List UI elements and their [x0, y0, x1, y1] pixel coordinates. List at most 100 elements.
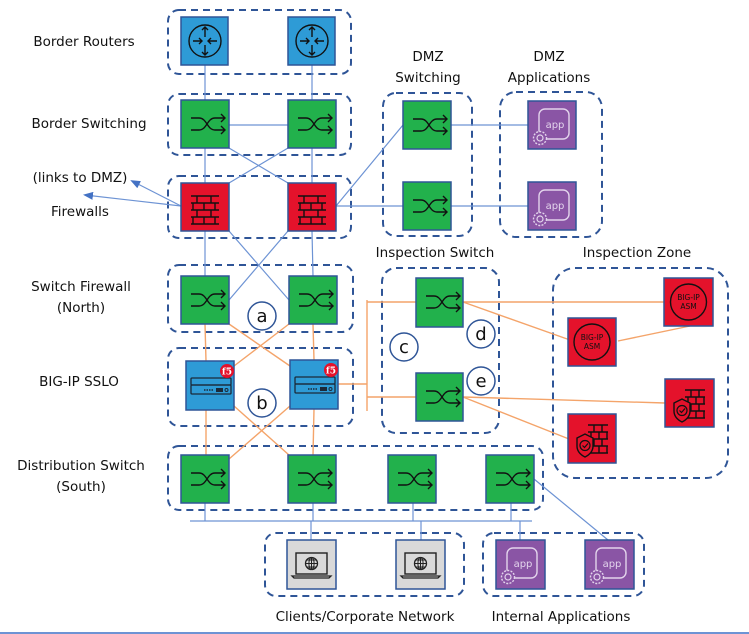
label-switch-firewall-north: (North) [57, 300, 105, 316]
app-text: app [546, 201, 565, 212]
link-fw2-nswitch1 [228, 230, 289, 301]
app-text: app [546, 120, 565, 131]
label-dmz-switching-1: DMZ [412, 49, 443, 65]
link-fw1-dmz-2 [83, 191, 182, 207]
link-asm1-asm2 [617, 325, 691, 342]
label-dmz-switching-2: Switching [395, 70, 461, 86]
svg-text:a: a [256, 306, 267, 327]
link-iswitch2-ips1 [462, 396, 570, 440]
label-distribution-switch: Distribution Switch [17, 458, 145, 474]
south-switch-3[interactable] [387, 454, 437, 504]
label-links-to-dmz: (links to DMZ) [33, 170, 128, 186]
callout-c: c [389, 332, 419, 362]
dmz-switch-2[interactable] [402, 181, 452, 231]
asm-1[interactable]: BIG-IP ASM [567, 317, 617, 367]
label-inspection-switch: Inspection Switch [376, 245, 495, 261]
zone-border-switching [167, 93, 352, 156]
sslo-2[interactable]: f5 [289, 359, 339, 410]
south-switch-4[interactable] [485, 454, 535, 504]
asm-label-1: BIG-IP [581, 333, 604, 342]
zone-distribution-switch [167, 445, 544, 511]
border-switch-2[interactable] [287, 99, 337, 149]
dmz-app-1[interactable]: app [527, 100, 577, 150]
firewall-1[interactable] [180, 182, 230, 232]
app-text: app [603, 559, 622, 570]
links [83, 65, 691, 541]
label-clients: Clients/Corporate Network [276, 609, 455, 625]
link-sslo2-south2 [312, 408, 315, 456]
asm-icon [573, 323, 611, 361]
label-bigip-sslo: BIG-IP SSLO [39, 374, 119, 390]
client-1[interactable] [286, 539, 337, 590]
asm-label-1: BIG-IP [677, 293, 700, 302]
zone-inspection-zone [552, 267, 729, 479]
callout-a: a [247, 301, 277, 331]
svg-text:e: e [475, 371, 486, 392]
nodes: app app f5 f5 [180, 16, 715, 590]
internal-app-1[interactable]: app [495, 539, 546, 590]
zone-dmz-applications [499, 91, 603, 238]
north-switch-2[interactable] [288, 275, 338, 325]
client-2[interactable] [395, 539, 446, 590]
zone-clients [264, 532, 465, 597]
firewall-2[interactable] [287, 182, 337, 232]
asm-icon [669, 283, 708, 321]
link-nswitch1-sslo2 [228, 323, 291, 367]
label-dmz-apps-1: DMZ [533, 49, 564, 65]
svg-text:c: c [399, 337, 409, 358]
link-fw1-dmz [130, 180, 182, 207]
ips-2[interactable] [664, 378, 715, 428]
north-switch-1[interactable] [180, 275, 230, 325]
link-nswitch2-sslo2 [312, 323, 315, 361]
link-iswitch1-asm1 [462, 301, 571, 341]
link-bswitch2-fw1 [228, 147, 289, 184]
asm-2[interactable]: BIG-IP ASM [663, 277, 714, 327]
zone-bigip-sslo [167, 347, 354, 427]
zone-dmz-switching [382, 92, 473, 237]
link-iswitch2-ips2 [462, 396, 666, 404]
link-fw2-nswitch2 [311, 230, 314, 277]
zone-inspection-switch [381, 267, 500, 434]
inspection-switch-1[interactable] [415, 277, 464, 328]
callouts: a b c d e [247, 301, 496, 418]
router-2[interactable] [287, 16, 336, 66]
south-switch-2[interactable] [287, 454, 337, 504]
zone-border-routers [167, 9, 352, 75]
sslo-1[interactable]: f5 [185, 360, 235, 411]
callout-d: d [466, 319, 496, 349]
asm-label-2: ASM [584, 342, 600, 351]
ips-1[interactable] [567, 413, 617, 464]
zone-firewalls [167, 175, 352, 239]
label-inspection-zone: Inspection Zone [583, 245, 691, 261]
inspection-switch-2[interactable] [415, 372, 464, 422]
app-text: app [514, 559, 533, 570]
svg-text:b: b [256, 393, 267, 414]
dmz-switch-1[interactable] [402, 100, 452, 150]
border-switch-1[interactable] [180, 99, 230, 149]
f5-logo: f5 [222, 368, 232, 378]
dmz-app-2[interactable]: app [527, 181, 577, 231]
link-sslo2-south1 [228, 405, 291, 460]
zones [167, 9, 729, 597]
label-distribution-south: (South) [56, 479, 106, 495]
internal-app-2[interactable]: app [584, 539, 635, 590]
link-nswitch2-sslo1 [233, 323, 290, 367]
zone-switch-firewall [167, 264, 354, 333]
labels: Border Routers Border Switching (links t… [17, 34, 691, 625]
asm-label-2: ASM [680, 302, 696, 311]
label-border-routers: Border Routers [33, 34, 134, 50]
f5-logo: f5 [326, 367, 336, 377]
callout-e: e [466, 366, 496, 396]
label-firewalls: Firewalls [51, 204, 109, 220]
label-switch-firewall: Switch Firewall [31, 279, 131, 295]
svg-text:d: d [475, 324, 486, 345]
link-nswitch1-sslo1 [204, 323, 207, 362]
link-south4-iapp2 [533, 478, 609, 541]
label-dmz-apps-2: Applications [508, 70, 590, 86]
router-1[interactable] [180, 16, 229, 66]
callout-b: b [247, 388, 277, 418]
label-internal-apps: Internal Applications [492, 609, 631, 625]
label-border-switching: Border Switching [31, 116, 146, 132]
south-switch-1[interactable] [180, 454, 230, 504]
